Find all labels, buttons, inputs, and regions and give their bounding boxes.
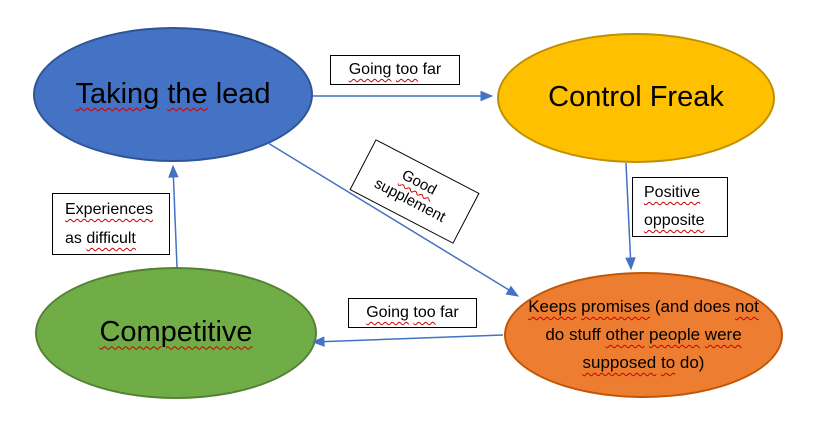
text-segment: lead bbox=[207, 77, 271, 110]
label-going-too-far-top[interactable]: Going too far bbox=[330, 55, 460, 85]
text-segment: Going bbox=[366, 304, 409, 321]
arrow-taking-to-control[interactable] bbox=[313, 90, 494, 102]
text-segment: Competitive bbox=[99, 316, 253, 349]
arrow-keeps-promises-to-competitive[interactable] bbox=[311, 334, 504, 347]
text-segment: Going bbox=[348, 61, 392, 78]
text-segment: people bbox=[649, 325, 701, 344]
text-segment: (and does bbox=[650, 297, 736, 316]
label-experiences-as-difficult[interactable]: Experiences as difficult bbox=[52, 193, 170, 255]
text-segment: do) bbox=[675, 353, 705, 372]
text-segment: were bbox=[704, 325, 742, 344]
node-keeps-promises[interactable]: Keeps promises (and does not do stuff ot… bbox=[504, 272, 783, 398]
node-label-taking-the-lead: Taking the lead bbox=[75, 78, 270, 111]
node-competitive[interactable]: Competitive bbox=[35, 267, 317, 399]
arrow-taking-to-keeps-promises[interactable] bbox=[267, 142, 520, 297]
text-segment: Control Freak bbox=[548, 81, 724, 114]
label-positive-opposite[interactable]: Positive opposite bbox=[632, 177, 728, 237]
node-control-freak[interactable]: Control Freak bbox=[497, 33, 775, 163]
node-label-control-freak: Control Freak bbox=[548, 81, 724, 114]
text-segment: difficult bbox=[86, 230, 136, 247]
text-segment: other bbox=[605, 325, 645, 344]
node-label-keeps-promises: Keeps promises (and does not do stuff ot… bbox=[528, 293, 759, 377]
text-segment: do stuff bbox=[545, 325, 606, 344]
text-segment: supposed bbox=[582, 353, 657, 372]
node-taking-the-lead[interactable]: Taking the lead bbox=[33, 27, 313, 162]
text-segment: Experiences bbox=[65, 201, 154, 218]
text-segment: not bbox=[735, 297, 759, 316]
label-going-too-far-bottom[interactable]: Going too far bbox=[348, 298, 477, 328]
text-segment: Taking bbox=[75, 77, 160, 110]
text-segment: Positive bbox=[644, 184, 701, 201]
text-segment: far bbox=[418, 61, 442, 78]
arrow-control-to-keeps-promises[interactable] bbox=[625, 162, 636, 271]
text-segment: as bbox=[65, 230, 87, 247]
text-segment: the bbox=[167, 77, 208, 110]
text-segment: promises bbox=[581, 297, 651, 316]
text-segment: far bbox=[435, 304, 459, 321]
text-segment: too bbox=[413, 304, 436, 321]
text-segment: opposite bbox=[644, 212, 705, 229]
node-label-competitive: Competitive bbox=[99, 316, 252, 349]
text-segment: Keeps bbox=[528, 297, 577, 316]
text-segment: to bbox=[660, 353, 676, 372]
arrow-competitive-to-taking[interactable] bbox=[168, 164, 179, 268]
text-segment: too bbox=[395, 61, 419, 78]
